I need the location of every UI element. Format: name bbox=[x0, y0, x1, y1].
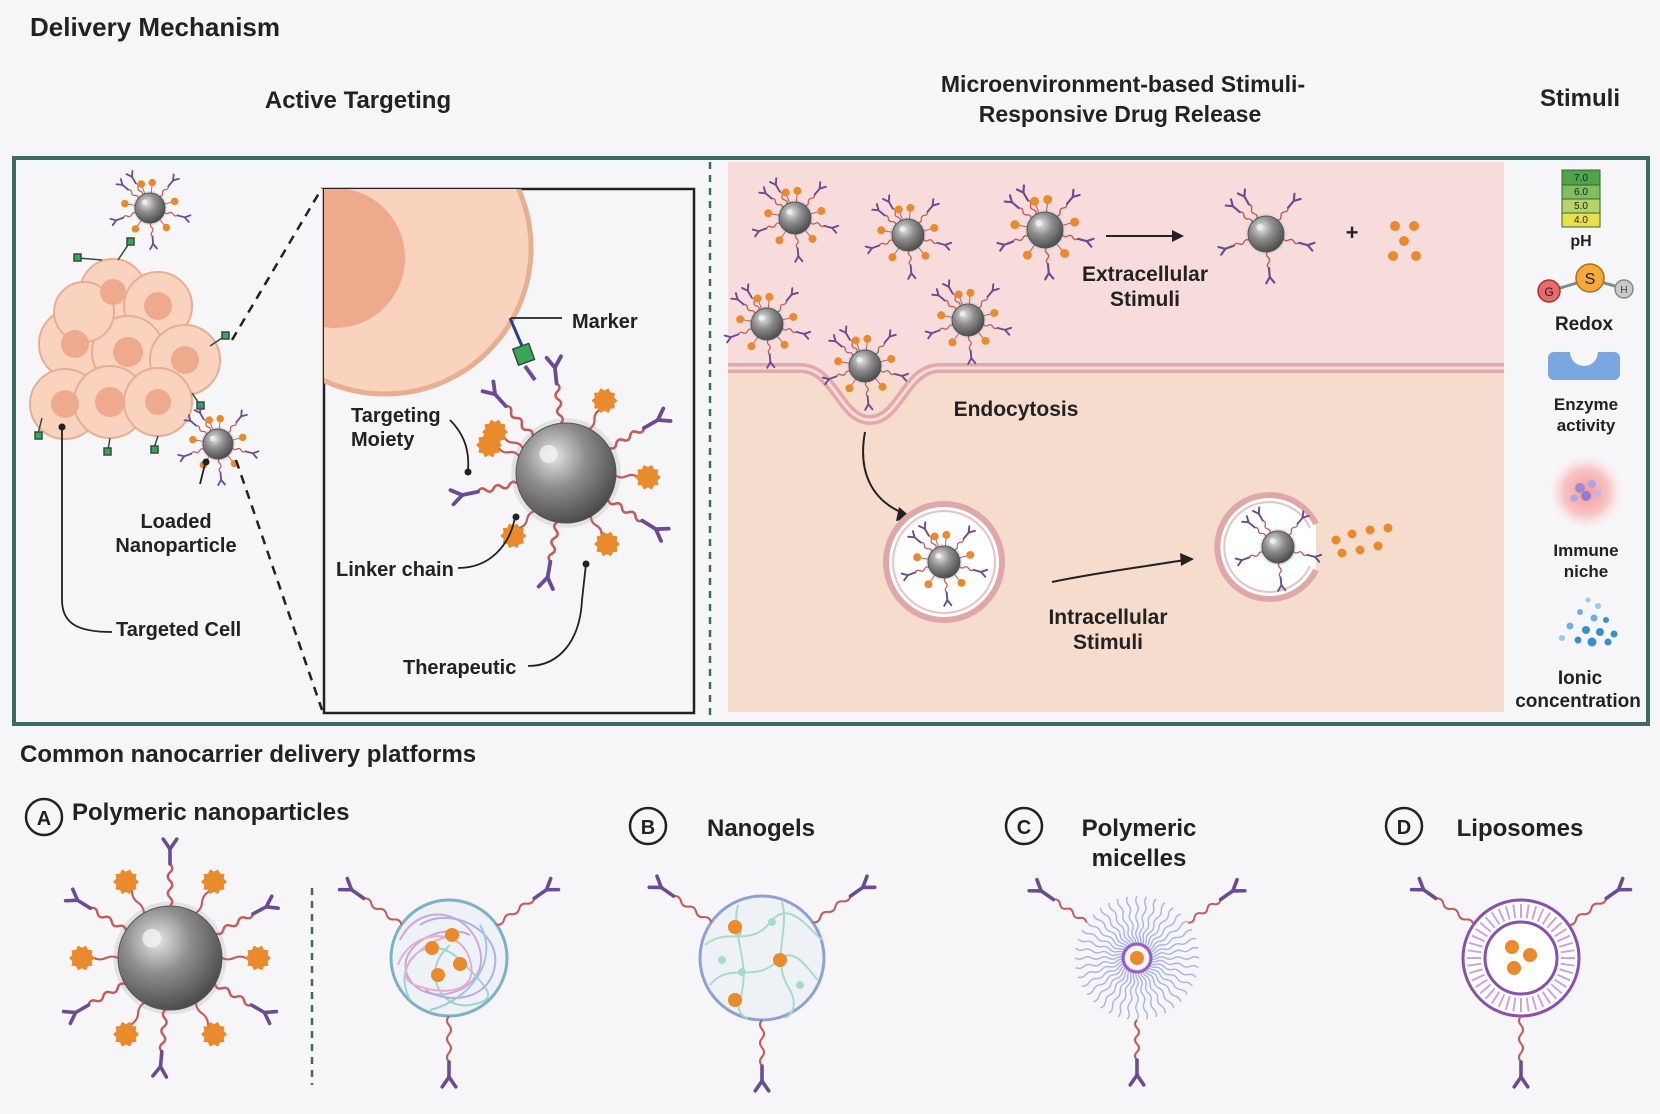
stimuli-heading: Stimuli bbox=[1540, 85, 1620, 112]
polymeric-nanoparticle-matrix bbox=[337, 876, 561, 1089]
therapeutic-label: Therapeutic bbox=[403, 657, 516, 679]
stimuli-release-heading-line1: Microenvironment-based Stimuli- bbox=[941, 71, 1305, 97]
redox-label: Redox bbox=[1555, 314, 1614, 335]
ph-value: 5.0 bbox=[1574, 201, 1588, 212]
nanogel bbox=[647, 874, 877, 1093]
ph-value: 7.0 bbox=[1574, 173, 1588, 184]
platform-c-letter: C bbox=[1017, 817, 1031, 839]
redox-atom: G bbox=[1544, 285, 1553, 299]
extracellular-nanoparticle bbox=[924, 279, 1013, 365]
extracellular-nanoparticle bbox=[864, 194, 953, 280]
enzyme-icon bbox=[1548, 352, 1620, 380]
endosome-nanoparticle bbox=[900, 521, 989, 607]
targeting-moiety-label-line2: Moiety bbox=[351, 429, 415, 451]
ph-scale-icon: 7.0 6.0 5.0 4.0 bbox=[1561, 169, 1601, 228]
polymeric-micelle bbox=[1027, 877, 1247, 1087]
released-drug-dots bbox=[1388, 221, 1421, 261]
platform-a-letter: A bbox=[37, 808, 51, 830]
zoom-line-bottom bbox=[234, 459, 324, 711]
marker-label: Marker bbox=[572, 311, 638, 333]
redox-molecule-icon: G S H bbox=[1537, 263, 1634, 303]
immune-niche-label-line2: niche bbox=[1564, 562, 1608, 581]
platform-d-badge bbox=[1384, 806, 1424, 846]
redox-atom: S bbox=[1585, 271, 1596, 288]
detailed-nanoparticle bbox=[448, 354, 673, 591]
stimuli-release-heading-line2: Responsive Drug Release bbox=[979, 101, 1262, 127]
active-targeting-heading: Active Targeting bbox=[265, 87, 451, 114]
platform-c-label-line1: Polymeric bbox=[1082, 815, 1197, 842]
intracellular-region bbox=[728, 372, 1504, 712]
platform-d-label: Liposomes bbox=[1457, 815, 1584, 842]
platform-b-label: Nanogels bbox=[707, 815, 815, 842]
targeted-cell-cluster bbox=[29, 237, 230, 456]
liposome bbox=[1409, 876, 1633, 1089]
endosome-released-nanoparticle bbox=[1234, 506, 1323, 592]
plus-sign: + bbox=[1346, 220, 1359, 245]
marker-receptor bbox=[508, 317, 537, 382]
intracellular-stimuli-label-line2: Stimuli bbox=[1073, 631, 1143, 654]
ionic-concentration-icon bbox=[1559, 597, 1618, 647]
immune-niche-label-line1: Immune bbox=[1553, 541, 1618, 560]
extracellular-stimuli-label-line1: Extracellular bbox=[1082, 263, 1208, 286]
redox-atom: H bbox=[1620, 285, 1627, 296]
polymeric-nanoparticle-solid bbox=[61, 837, 280, 1079]
platforms-title: Common nanocarrier delivery platforms bbox=[20, 741, 476, 768]
platform-d-letter: D bbox=[1397, 817, 1411, 839]
extracellular-nanoparticle bbox=[751, 177, 840, 263]
enzyme-activity-label-line1: Enzyme bbox=[1554, 395, 1618, 414]
ph-value: 4.0 bbox=[1574, 215, 1588, 226]
ph-label: pH bbox=[1570, 233, 1591, 250]
loaded-nanoparticle-label-line1: Loaded bbox=[140, 511, 211, 533]
loaded-nanoparticle bbox=[177, 405, 260, 486]
enzyme-activity-label-line2: activity bbox=[1557, 416, 1616, 435]
platform-b-badge bbox=[628, 806, 668, 846]
ph-value: 6.0 bbox=[1574, 187, 1588, 198]
endocytosis-label: Endocytosis bbox=[954, 398, 1079, 421]
ionic-concentration-label-line1: Ionic bbox=[1558, 668, 1603, 689]
intracellular-released-drug bbox=[1331, 523, 1393, 558]
targeting-moiety-label-line1: Targeting bbox=[351, 405, 441, 427]
loaded-nanoparticle-label-line2: Nanoparticle bbox=[115, 535, 236, 557]
extracellular-nanoparticle bbox=[723, 283, 812, 369]
released-nanoparticle bbox=[1217, 188, 1316, 285]
targeted-cell-label: Targeted Cell bbox=[116, 619, 241, 641]
platform-c-label-line2: micelles bbox=[1092, 845, 1187, 872]
extracellular-stimuli-label-line2: Stimuli bbox=[1110, 288, 1180, 311]
endocytosing-nanoparticle bbox=[821, 325, 910, 411]
ionic-concentration-label-line2: concentration bbox=[1515, 691, 1641, 712]
intracellular-stimuli-label-line1: Intracellular bbox=[1048, 606, 1167, 629]
zoomed-nucleus bbox=[324, 189, 405, 328]
linker-chain-label: Linker chain bbox=[336, 559, 454, 581]
platform-c-badge bbox=[1004, 806, 1044, 846]
platform-a-label: Polymeric nanoparticles bbox=[72, 799, 349, 826]
extracellular-nanoparticle bbox=[996, 184, 1095, 281]
cluster-top-nanoparticle bbox=[109, 169, 192, 250]
zoom-line-top bbox=[230, 187, 324, 341]
main-title: Delivery Mechanism bbox=[30, 12, 280, 42]
platform-a-badge bbox=[24, 797, 64, 837]
immune-niche-icon bbox=[1548, 454, 1624, 530]
platform-b-letter: B bbox=[641, 817, 655, 839]
